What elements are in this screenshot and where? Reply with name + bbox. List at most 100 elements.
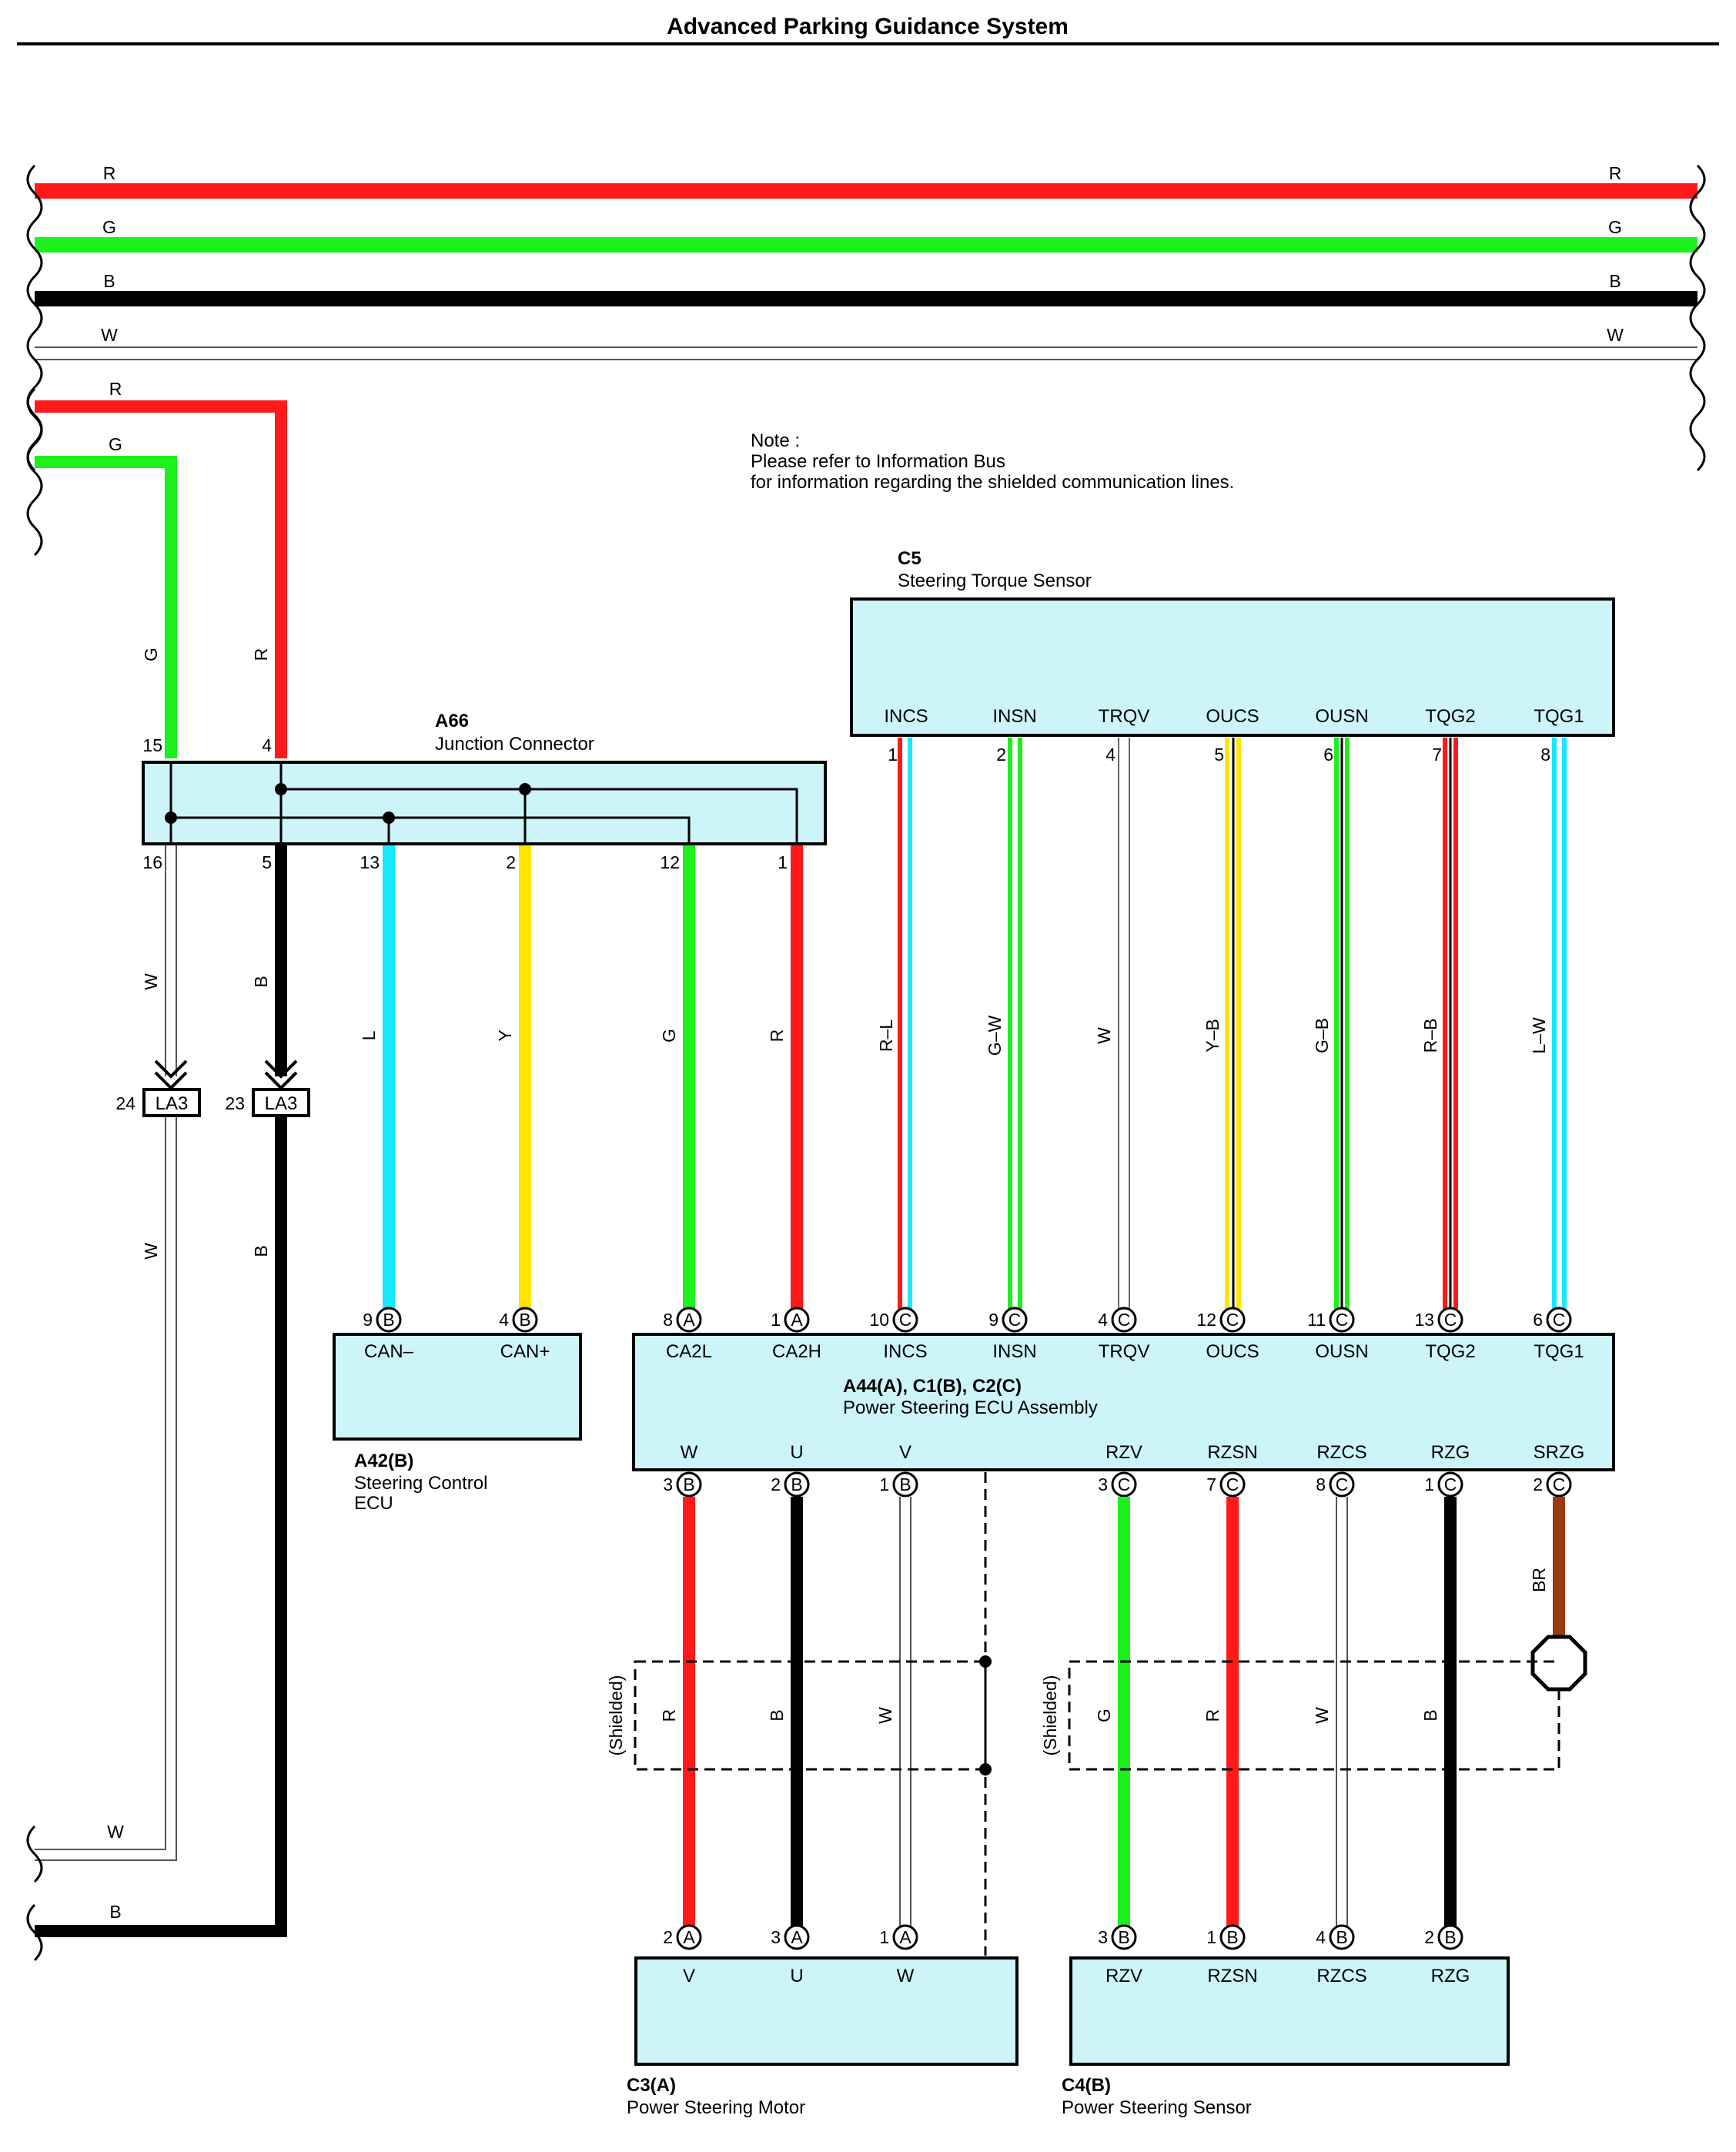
c5-steering-torque-sensor: C5 Steering Torque Sensor INCS INSN TRQV…	[850, 548, 1615, 765]
a66-b2-wire-label: B	[251, 1245, 271, 1257]
ecu-terminal-top: OUSN	[1315, 1341, 1368, 1362]
a66-junction-connector: A66 Junction Connector 15 4 16 5 13 2 12…	[142, 711, 827, 872]
ecu-pin: 3	[1098, 1474, 1108, 1494]
a66-w2-wire-label: W	[141, 1243, 161, 1260]
left-bus-lower: W B W B	[26, 1117, 287, 1962]
a42-pin-letter: B	[519, 1310, 530, 1330]
srzg-wire-label: BR	[1529, 1568, 1549, 1592]
c4-pin: 2	[1424, 1927, 1434, 1947]
a66-pin: 5	[262, 852, 272, 872]
ecu-pin-letter: C	[1118, 1474, 1131, 1494]
a66-pin: 16	[142, 852, 162, 872]
c5-terminal-tqg1: TQG1	[1534, 706, 1584, 727]
la3-b-pin: 23	[225, 1093, 245, 1113]
c4-power-steering-sensor: B B B B 3 1 4 2 RZV RZSN RZCS RZG C4(B) …	[1062, 1924, 1510, 2118]
ecu-pin: 11	[1307, 1310, 1326, 1330]
tqg2-wire-label: R–B	[1420, 1019, 1440, 1053]
ecu-terminal-top: INSN	[992, 1341, 1036, 1362]
c3-pin-letter: A	[683, 1927, 695, 1947]
motor-wires: (Shielded) R B W	[606, 1472, 992, 1956]
ecu-code: A44(A), C1(B), C2(C)	[843, 1376, 1022, 1397]
bus-r-label-right: R	[1609, 163, 1622, 183]
ecu-terminal-top: TQG2	[1425, 1341, 1475, 1362]
c5-terminal-oucs: OUCS	[1206, 706, 1259, 727]
bus-g-label-right: G	[1608, 217, 1622, 237]
c5-pin: 4	[1105, 745, 1116, 765]
ecu-terminal-bottom: RZCS	[1316, 1442, 1366, 1463]
a66-g-wire-label: G	[141, 648, 161, 661]
c3-pin-letter: A	[899, 1927, 911, 1947]
c5-terminal-tqg2: TQG2	[1425, 706, 1475, 727]
ecu-pin: 4	[1098, 1310, 1108, 1330]
ecu-terminal-bottom: RZG	[1431, 1442, 1470, 1463]
ecu-pin-letter: C	[1336, 1310, 1349, 1330]
left-bus-g-label: G	[109, 434, 122, 454]
c4-terminal-rzg: RZG	[1431, 1966, 1470, 1986]
diagram-title: Advanced Parking Guidance System	[667, 14, 1069, 39]
ecu-pin-letter: C	[1444, 1310, 1457, 1330]
ecu-pin-letter: C	[899, 1310, 912, 1330]
mot-v-wire-label: W	[875, 1707, 895, 1724]
ecu-terminal-top: CA2H	[772, 1341, 821, 1362]
bus-w-label-right: W	[1607, 325, 1624, 345]
a66-b-wire-label: B	[251, 976, 271, 987]
ecu-terminal-bottom: SRZG	[1534, 1442, 1585, 1463]
ecu-pin-letter: B	[683, 1474, 694, 1494]
ecu-pin: 8	[663, 1310, 673, 1330]
left-bus-b-label: B	[109, 1902, 121, 1922]
note-line2: Please refer to Information Bus	[751, 451, 1005, 472]
ecu-pin-letter: C	[1553, 1310, 1566, 1330]
power-steering-ecu-assembly: A44(A), C1(B), C2(C) Power Steering ECU …	[632, 1307, 1615, 1498]
c3-power-steering-motor: A A A 2 3 1 V U W C3(A) Power Steering M…	[627, 1924, 1019, 2118]
ecu-pin: 1	[771, 1310, 781, 1330]
ecu-name: Power Steering ECU Assembly	[843, 1397, 1098, 1418]
a66-pin: 4	[262, 735, 272, 755]
motor-shield-label: (Shielded)	[606, 1675, 626, 1756]
mot-u-wire-label: B	[767, 1709, 787, 1721]
a42-terminal-can-plus: CAN+	[500, 1341, 550, 1362]
ecu-pin: 2	[771, 1474, 781, 1494]
la3-connectors: LA3 24 LA3 23	[115, 1088, 310, 1117]
ecu-pin-letter: A	[791, 1310, 803, 1330]
tqg1-wire-label: L–W	[1529, 1017, 1549, 1054]
c4-terminal-rzv: RZV	[1105, 1966, 1142, 1986]
c3-pin-letter: A	[791, 1927, 803, 1947]
ecu-pin-letter: B	[791, 1474, 802, 1494]
a66-w-wire-label: W	[141, 973, 161, 990]
c5-code: C5	[898, 548, 922, 569]
la3-w-label: LA3	[156, 1093, 189, 1114]
bus-g-label-left: G	[102, 217, 116, 237]
c4-pin: 4	[1316, 1927, 1326, 1947]
a42-steering-control-ecu: B B 9 4 CAN– CAN+ A42(B) Steering Contro…	[333, 1307, 582, 1514]
ecu-pin: 7	[1206, 1474, 1216, 1494]
c5-pin: 6	[1323, 745, 1333, 765]
c5-terminal-incs: INCS	[884, 706, 928, 727]
ecu-terminal-top: TRQV	[1099, 1341, 1150, 1362]
ecu-terminal-bottom: RZV	[1105, 1442, 1142, 1463]
ecu-pin-letter: C	[1444, 1474, 1457, 1494]
torque-sensor-wires: R–L G–W W Y–B G–B R–B L–W	[876, 738, 1567, 1309]
ecu-terminal-top: OUCS	[1206, 1341, 1259, 1362]
ecu-pin-letter: C	[1008, 1310, 1022, 1330]
c5-terminal-ousn: OUSN	[1315, 706, 1368, 727]
a66-code: A66	[435, 711, 469, 731]
a66-pin: 2	[506, 852, 516, 872]
bus-b-label-right: B	[1609, 271, 1621, 291]
ecu-pin: 2	[1533, 1474, 1543, 1494]
can-y-wire-label: Y	[495, 1029, 515, 1041]
bus-w-label-left: W	[101, 325, 118, 345]
ca2h-wire-label: R	[767, 1029, 787, 1043]
a66-name: Junction Connector	[435, 734, 594, 755]
ecu-pin-letter: C	[1336, 1474, 1349, 1494]
left-bus-r-label: R	[109, 379, 122, 399]
ecu-terminal-top: INCS	[883, 1341, 927, 1362]
c3-name: Power Steering Motor	[627, 2097, 805, 2118]
ecu-terminal-bottom: RZSN	[1207, 1442, 1257, 1463]
sen-rzsn-wire-label: R	[1202, 1709, 1223, 1722]
ecu-pin-letter: A	[683, 1310, 695, 1330]
c5-name: Steering Torque Sensor	[898, 571, 1092, 591]
ecu-pin: 1	[879, 1474, 889, 1494]
a66-pin: 13	[360, 852, 380, 872]
note: Note : Please refer to Information Bus f…	[751, 430, 1234, 493]
